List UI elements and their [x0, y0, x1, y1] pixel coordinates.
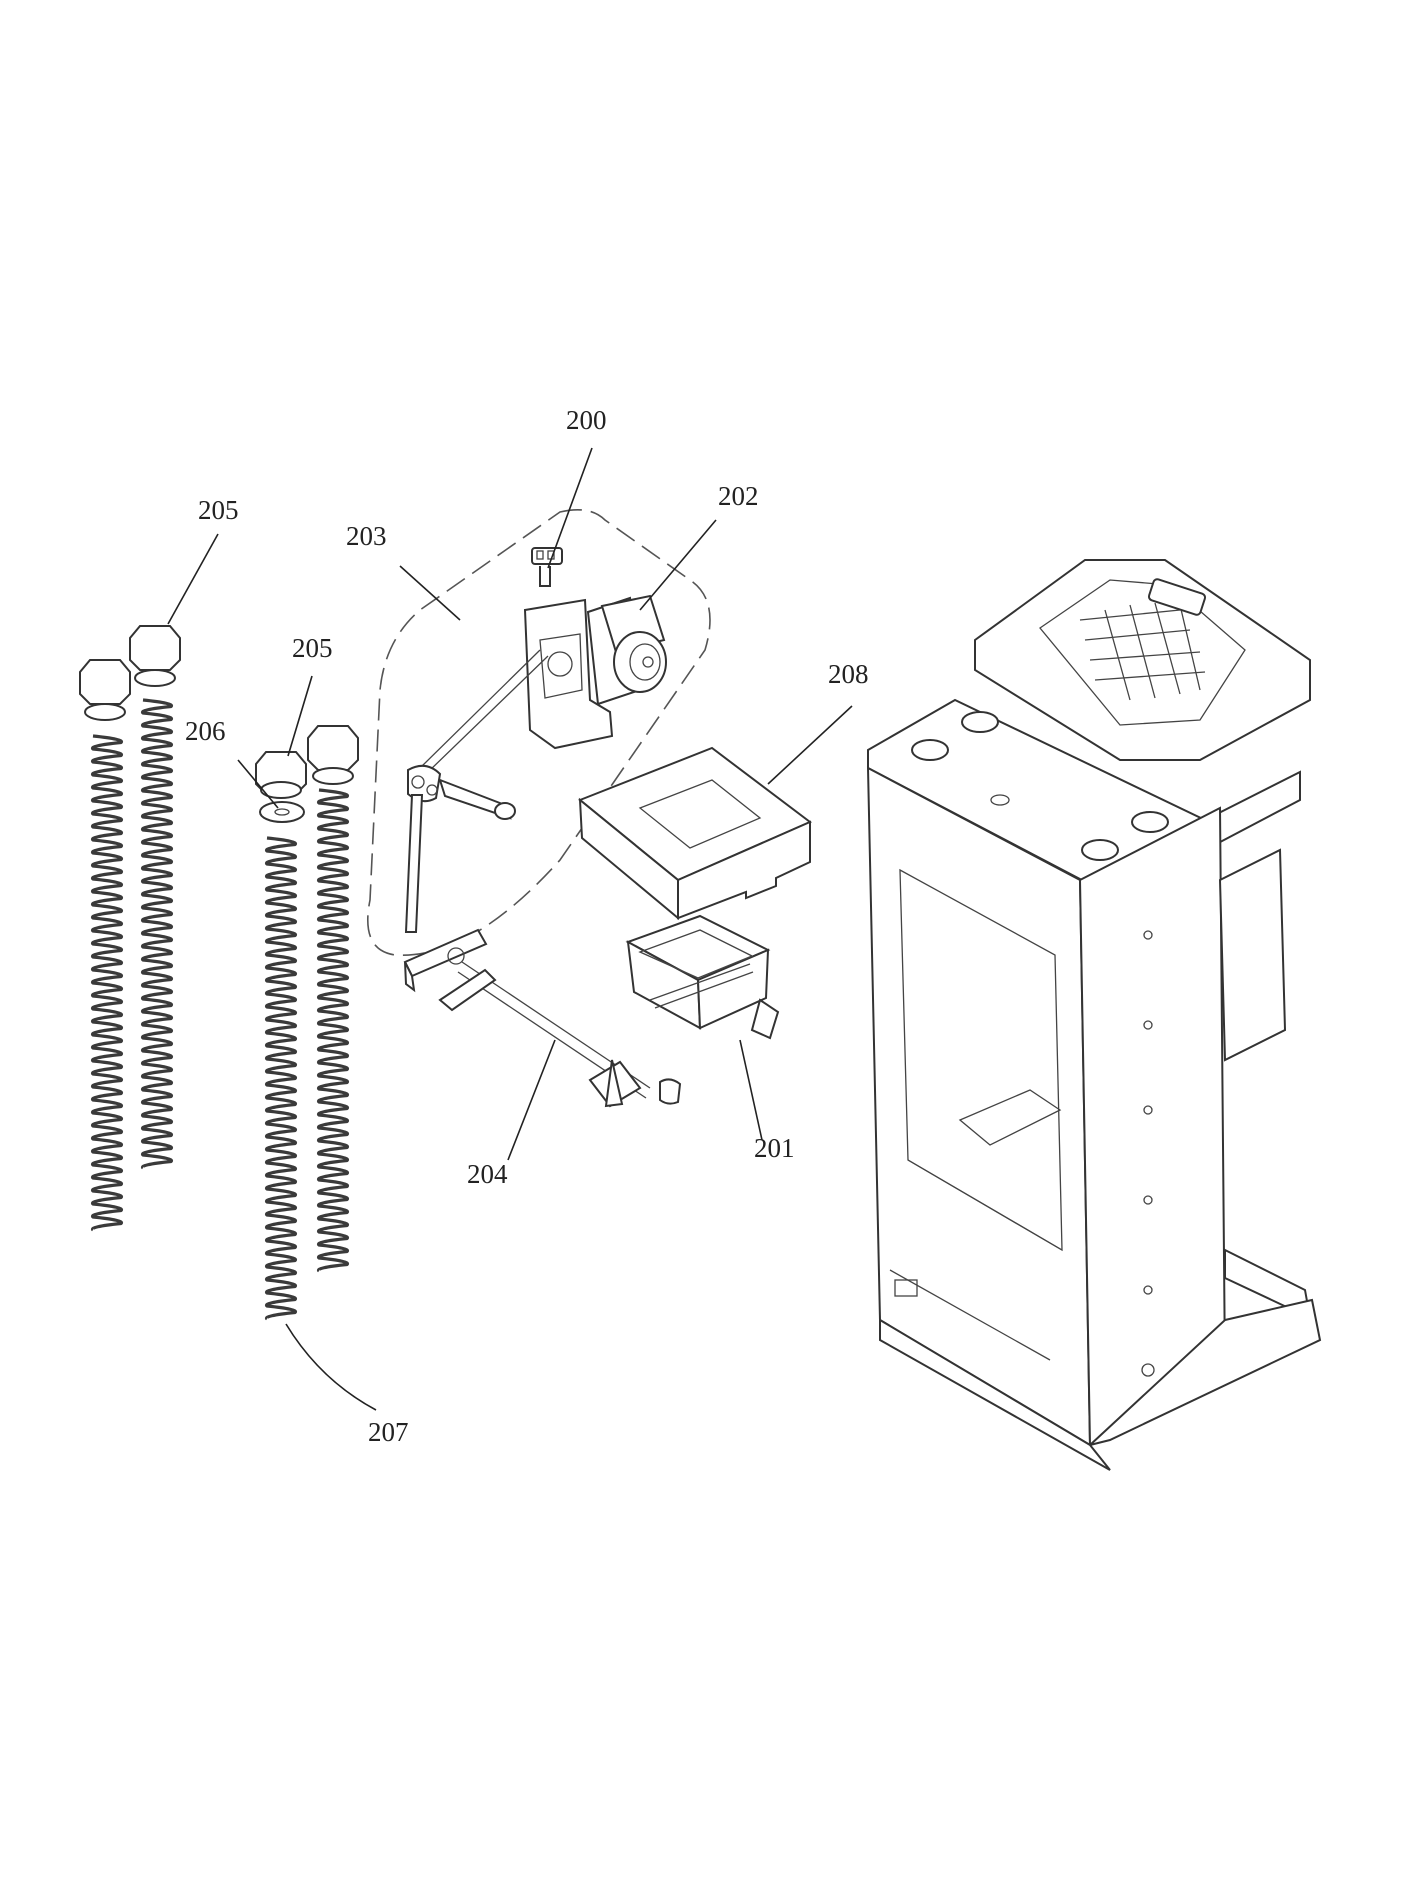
- coil-spring-2: [140, 698, 174, 1170]
- spring-left-inner: [129, 625, 181, 1170]
- callout-207: 207: [368, 1417, 409, 1447]
- callout-208: 208: [828, 659, 869, 689]
- mounting-bracket: [523, 598, 614, 750]
- springs-group: [79, 625, 359, 1321]
- callout-203: 203: [346, 521, 387, 551]
- callout-204: 204: [467, 1159, 508, 1189]
- washer-206: [259, 801, 305, 823]
- agitator-shaft-204: [403, 928, 682, 1108]
- spring-center: [255, 751, 307, 1321]
- gearmotor-202: [586, 594, 667, 706]
- callout-205-center: 205: [292, 633, 333, 663]
- callout-206: 206: [185, 716, 226, 746]
- callout-205-left: 205: [198, 495, 239, 525]
- coil-spring-4: [316, 788, 350, 1273]
- side-panel-holes: [1141, 930, 1155, 1377]
- spring-left-outer: [79, 659, 131, 1232]
- vent-grille: [1079, 602, 1206, 701]
- spring-right: [307, 725, 359, 1273]
- leader-lines: [167, 447, 853, 1411]
- hopper-tray-208: [578, 746, 812, 921]
- coil-spring-1: [90, 734, 124, 1232]
- connector-200: [531, 547, 563, 587]
- gearmotor-bracket-assembly: [404, 547, 667, 933]
- frame-insert-201: [625, 914, 780, 1040]
- callout-202: 202: [718, 481, 759, 511]
- callout-200: 200: [566, 405, 607, 435]
- callout-201: 201: [754, 1133, 795, 1163]
- coil-spring-3: [264, 836, 298, 1321]
- callout-labels: 200 201 202 203 204 205 205 206 207 208: [185, 405, 869, 1447]
- cabinet-main-housing: [866, 559, 1322, 1471]
- linkage-arm-203: [404, 649, 549, 933]
